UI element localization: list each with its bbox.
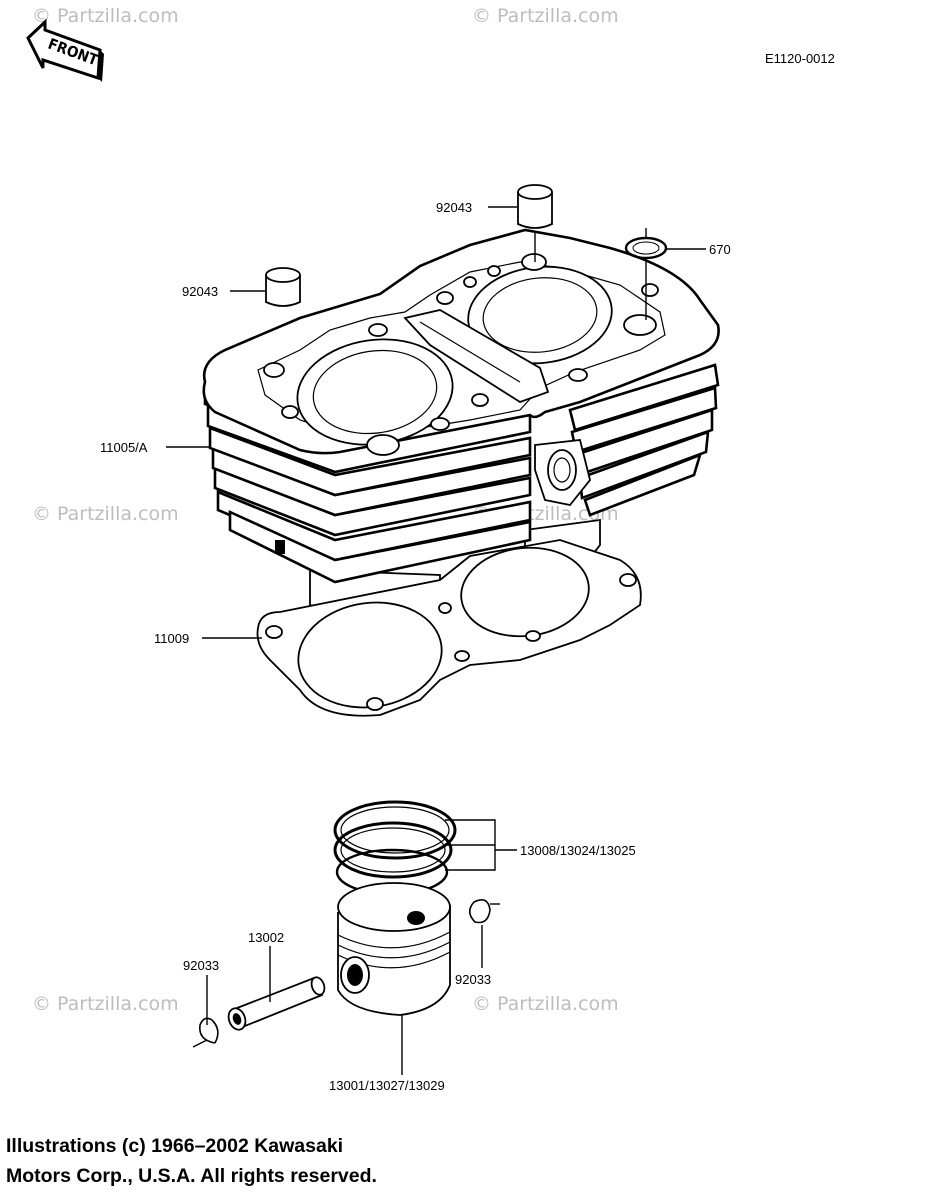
watermark: © Partzilla.com (32, 503, 179, 525)
copyright-line-1: Illustrations (c) 1966–2002 Kawasaki (6, 1135, 344, 1157)
figure-code: E1120-0012 (765, 51, 835, 66)
front-arrow-icon: FRONT (26, 18, 104, 82)
callout-clip-right: 92033 (455, 972, 491, 987)
leader-lines (166, 206, 706, 1075)
callout-dowel-left: 92043 (182, 284, 218, 299)
callout-cylinder: 11005/A (100, 440, 148, 455)
dowel-pin-icon (517, 184, 553, 229)
callout-base-gasket: 11009 (154, 631, 189, 646)
callout-clip-left: 92033 (183, 958, 219, 973)
watermark: © Partzilla.com (32, 993, 179, 1015)
circlip-icon (468, 899, 491, 924)
watermark: © Partzilla.com (472, 5, 619, 27)
callout-dowel-top: 92043 (436, 200, 472, 215)
callout-oring: 670 (709, 242, 731, 257)
o-ring-icon (624, 236, 668, 260)
base-gasket-drawing (256, 539, 642, 717)
callout-rings: 13008/13024/13025 (520, 843, 636, 858)
piston-rings-drawing (333, 800, 457, 896)
watermark: © Partzilla.com (472, 993, 619, 1015)
dowel-pin-icon (265, 267, 301, 307)
callout-pin: 13002 (248, 930, 284, 945)
circlip-icon (198, 1017, 219, 1044)
callout-piston: 13001/13027/13029 (329, 1078, 445, 1093)
cylinder-block-drawing (202, 228, 720, 620)
piston-pin-icon (227, 976, 326, 1031)
copyright-line-2: Motors Corp., U.S.A. All rights reserved… (6, 1165, 377, 1187)
watermark: © Partzilla.com (32, 5, 179, 27)
piston-drawing (337, 882, 451, 1016)
